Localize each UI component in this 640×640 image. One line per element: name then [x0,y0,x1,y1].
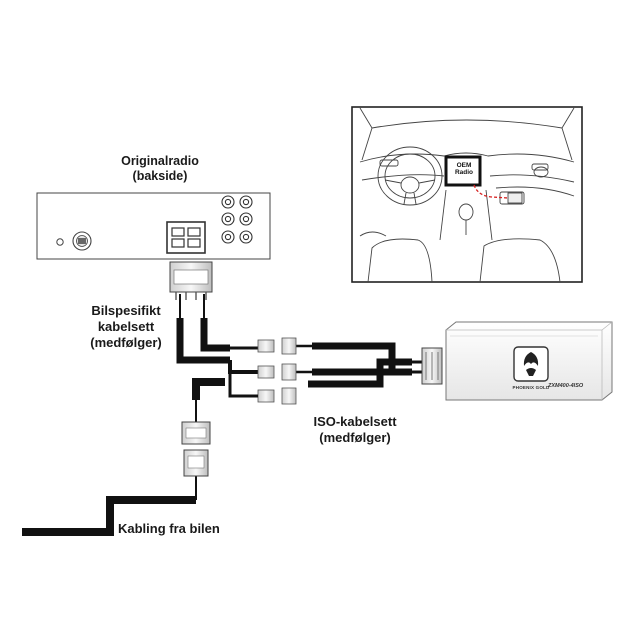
amplifier [445,321,613,401]
car-dashboard-inset [351,106,583,283]
vehicle-harness-plug [169,261,213,300]
routing-line [473,184,509,199]
iso-plugs-left [228,339,275,403]
iso-plugs-right [281,337,297,405]
cables [22,294,424,536]
oem-radio-label-line2: Radio [454,168,474,176]
vehicle-harness-label-line2: kabelsett [97,318,155,334]
vehicle-harness-label: Bilspesifikt kabelsett (medfølger) [70,303,182,351]
oem-radio-label: OEM Radio [447,162,481,177]
amplifier-model: ZXM400-4ISO [548,383,584,389]
iso-harness-label: ISO-kabelsett (medfølger) [290,414,420,446]
oem-radio-label-line1: OEM [456,162,472,169]
amplifier-brand: PHOENIX GOLD [512,385,550,390]
car-side-connectors [181,421,211,477]
car-wiring-label: Kabling fra bilen [118,521,220,536]
original-radio-rear [36,192,271,260]
antenna-connector [72,231,92,251]
radio-harness-socket [166,221,206,254]
rca-outputs [221,195,253,244]
original-radio-label: Originalradio (bakside) [95,154,225,185]
vehicle-harness-label-line1: Bilspesifikt [91,303,161,318]
iso-harness-label-line2: (medfølger) [319,429,391,445]
original-radio-label-line2: (bakside) [132,169,188,184]
iso-harness-label-line1: ISO-kabelsett [313,414,397,429]
phoenix-logo [513,346,549,382]
amp-input-connector [421,347,443,385]
original-radio-label-line1: Originalradio [121,154,199,168]
vehicle-harness-label-line3: (medfølger) [90,334,162,350]
